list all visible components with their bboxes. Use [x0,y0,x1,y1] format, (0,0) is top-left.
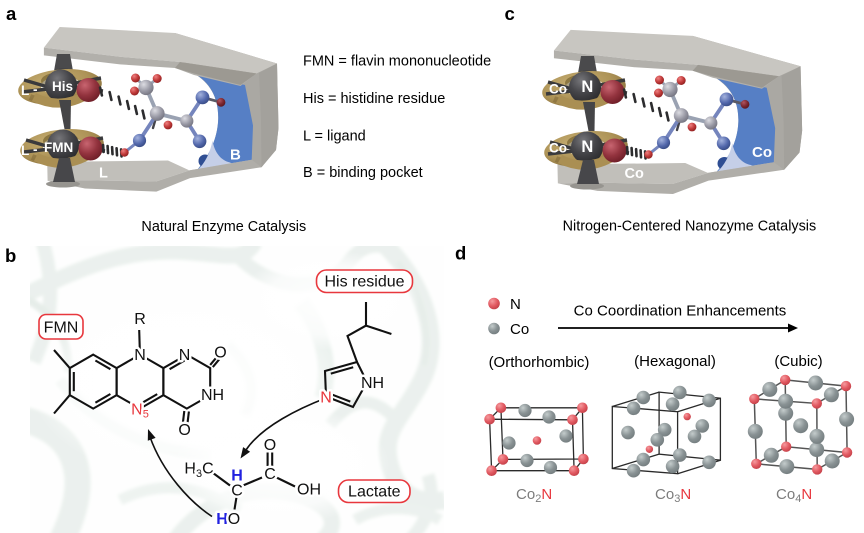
svg-text:(Cubic): (Cubic) [774,353,822,370]
svg-text:L: L [99,166,108,182]
svg-text:Lactate: Lactate [348,484,401,501]
svg-text:O: O [264,437,276,454]
svg-text:Co: Co [549,141,567,156]
svg-text:-: - [33,82,38,97]
svg-text:Co3N: Co3N [655,486,691,505]
svg-text:a: a [6,3,17,24]
svg-text:C: C [264,466,276,483]
svg-text:His = histidine residue: His = histidine residue [303,91,445,107]
svg-text:(Hexagonal): (Hexagonal) [634,353,716,370]
svg-text:N: N [510,296,521,313]
svg-text:-: - [33,142,38,157]
svg-text:NH: NH [201,387,224,404]
svg-text:FMN: FMN [44,320,79,337]
svg-text:Co2N: Co2N [516,486,552,505]
svg-text:Co4N: Co4N [776,486,812,505]
svg-text:Co: Co [549,82,567,97]
svg-text:B = binding pocket: B = binding pocket [303,165,423,181]
svg-text:FMN: FMN [44,140,73,155]
svg-text:c: c [505,3,515,24]
svg-text:N: N [320,390,332,407]
svg-text:FMN = flavin mononucleotide: FMN = flavin mononucleotide [303,54,491,70]
svg-text:Co: Co [752,144,772,161]
svg-text:Co: Co [625,166,644,182]
svg-text:N: N [581,78,593,96]
svg-text:L: L [21,83,29,98]
svg-text:O: O [228,511,240,528]
svg-text:OH: OH [297,482,321,499]
svg-text:(Orthorhombic): (Orthorhombic) [489,354,590,371]
svg-text:O: O [214,345,226,362]
svg-text:d: d [455,242,466,263]
svg-text:b: b [5,245,16,266]
svg-text:Co Coordination Enhancements: Co Coordination Enhancements [574,303,787,320]
svg-text:R: R [134,311,146,328]
svg-text:B: B [230,147,241,164]
svg-text:His residue: His residue [324,274,404,291]
svg-text:C: C [231,483,243,500]
svg-text:N: N [179,347,191,364]
svg-text:NH: NH [361,375,384,392]
svg-text:L: L [21,143,29,158]
svg-text:H: H [231,468,243,485]
svg-text:O: O [178,422,190,439]
svg-text:His: His [52,79,73,94]
svg-text:N: N [581,138,593,156]
svg-text:N: N [134,347,146,364]
svg-text:Natural Enzyme Catalysis: Natural Enzyme Catalysis [141,219,306,235]
svg-text:L = ligand: L = ligand [303,129,366,145]
svg-text:H: H [216,511,228,528]
svg-text:Nitrogen-Centered Nanozyme Cat: Nitrogen-Centered Nanozyme Catalysis [563,219,817,235]
svg-text:Co: Co [510,321,529,338]
